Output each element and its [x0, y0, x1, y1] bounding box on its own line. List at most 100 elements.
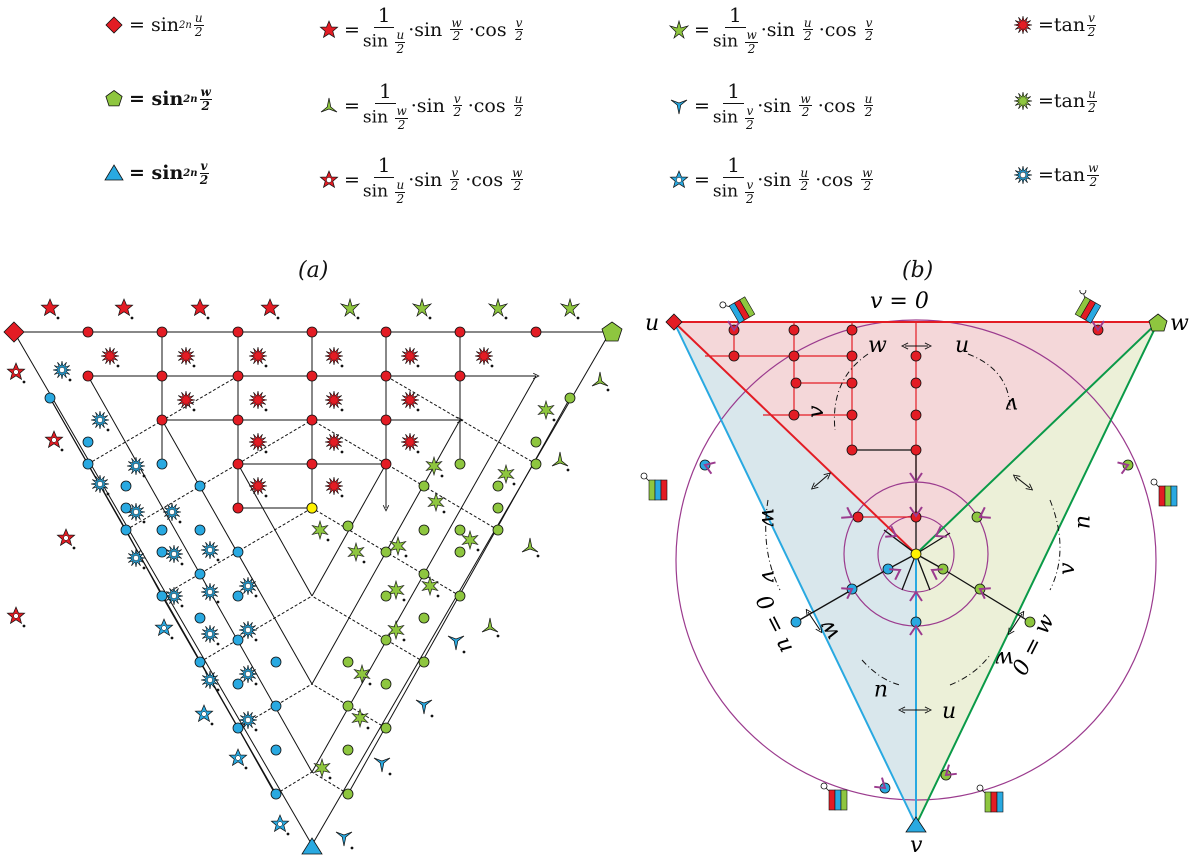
- triangle-region-diagram: v = 0 u w v 0 = u 0 = w w u v v w v u v …: [640, 290, 1189, 856]
- blue-burst: [238, 710, 258, 732]
- blue-outline-star: [154, 618, 174, 640]
- red-node: [790, 377, 802, 389]
- diagram-b-extras: [640, 290, 1178, 813]
- purple-arrowhead: [841, 587, 854, 600]
- blue-burst: [164, 544, 184, 566]
- green-node: [492, 524, 504, 536]
- red-star-icon: [319, 19, 339, 38]
- green-star-icon: [668, 19, 690, 39]
- blue-burst: [238, 576, 258, 598]
- green-tristar-icon: [320, 97, 338, 112]
- green-burst: [387, 579, 406, 602]
- green-node: [342, 744, 354, 756]
- green-burst: [389, 535, 408, 558]
- red-node: [846, 324, 858, 336]
- red-node: [728, 350, 740, 362]
- red-node: [306, 414, 318, 426]
- red-node: [910, 409, 922, 421]
- red-node: [910, 377, 922, 389]
- inner-bot-w2: w: [995, 646, 1014, 671]
- green-burst: [497, 463, 516, 486]
- green-node: [454, 590, 466, 602]
- green-node: [418, 612, 430, 624]
- double-arrows: [808, 346, 1030, 710]
- top-red-star: [40, 298, 60, 320]
- inner-right-v: v: [1055, 562, 1080, 575]
- bars-icon-left: [640, 472, 668, 501]
- green-node: [342, 656, 354, 668]
- purple-arrowhead: [841, 506, 854, 519]
- green-pentagon-icon: [105, 90, 123, 107]
- red-burst: [248, 476, 268, 498]
- top-red-star: [260, 298, 280, 320]
- left-red-outline-star: [56, 528, 76, 550]
- blue-node: [270, 744, 282, 756]
- dash-dot-arcs: [765, 353, 1061, 686]
- blue-burst: [200, 670, 220, 692]
- blue-node: [120, 524, 132, 536]
- red-node: [454, 326, 466, 338]
- median-green: [915, 321, 1159, 555]
- corner-label-v: v: [910, 833, 923, 856]
- green-node: [380, 678, 392, 690]
- red-node: [232, 326, 244, 338]
- corner-triangle-v: [905, 816, 927, 833]
- blue-node: [120, 502, 132, 514]
- blue-burst-icon: [1013, 166, 1033, 185]
- center-yellow-node: [910, 548, 922, 560]
- purple-arrowhead: [934, 525, 947, 538]
- red-burst: [100, 346, 120, 368]
- blue-node: [270, 656, 282, 668]
- red-node: [910, 350, 922, 362]
- green-burst: [347, 541, 366, 564]
- green-node: [342, 788, 354, 800]
- red-burst-icon: [1013, 16, 1033, 35]
- red-node: [788, 350, 800, 362]
- green-burst: [351, 707, 370, 730]
- blue-burst: [126, 456, 146, 478]
- green-node: [454, 524, 466, 536]
- corner-label-u: u: [645, 311, 659, 336]
- red-burst: [176, 390, 196, 412]
- bars-icon-bottomright: [976, 784, 1004, 813]
- red-node: [530, 326, 542, 338]
- red-node: [380, 370, 392, 382]
- red-node: [306, 326, 318, 338]
- red-node: [910, 444, 922, 456]
- blue-node: [194, 524, 206, 536]
- blue-outline-star: [270, 814, 290, 836]
- red-burst: [400, 390, 420, 412]
- panel-label-a: (a): [298, 258, 329, 283]
- blue-node: [194, 568, 206, 580]
- red-node: [306, 370, 318, 382]
- blue-tristar: [447, 635, 466, 654]
- blue-outline-star: [194, 704, 214, 726]
- inner-bot-u: u: [874, 679, 888, 704]
- blue-triangle-icon: [104, 164, 124, 181]
- triangular-grid-diagram: [3, 297, 623, 855]
- blue-node: [194, 480, 206, 492]
- left-edge: [13, 331, 313, 846]
- red-burst: [248, 432, 268, 454]
- inner-top-v: v: [1005, 392, 1018, 417]
- green-node: [492, 502, 504, 514]
- blue-burst: [90, 410, 110, 432]
- red-node: [846, 377, 858, 389]
- green-node: [380, 634, 392, 646]
- purple-arrowhead: [874, 777, 887, 790]
- label-v-eq-0: v = 0: [870, 290, 929, 314]
- green-tristar: [591, 371, 610, 392]
- green-node: [530, 458, 542, 470]
- edge-w-v: [915, 321, 1159, 826]
- blue-node: [156, 458, 168, 470]
- green-node: [342, 700, 354, 712]
- blue-burst: [238, 620, 258, 642]
